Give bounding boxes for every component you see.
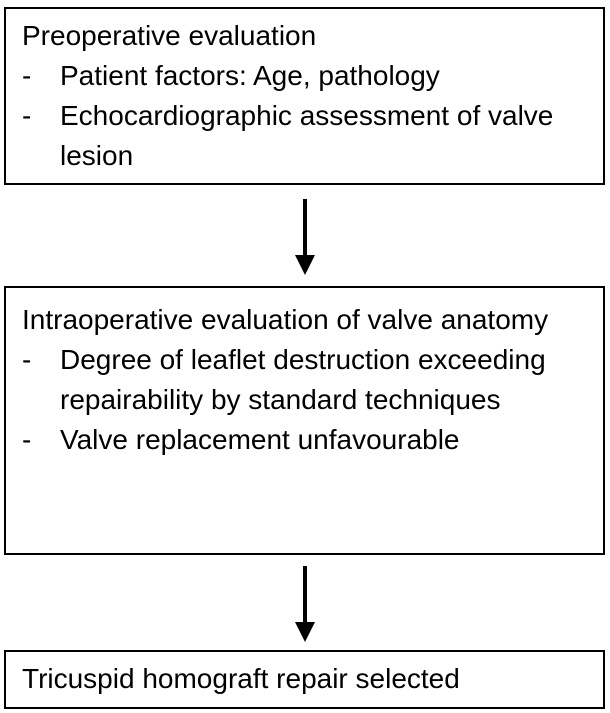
bullet-item: - Patient factors: Age, pathology — [22, 56, 591, 96]
down-arrow-icon — [295, 565, 315, 642]
bullet-text: Degree of leaflet destruction exceeding … — [60, 344, 546, 415]
bullet-marker: - — [22, 344, 32, 375]
bullet-text: Valve replacement unfavourable — [60, 424, 460, 455]
flow-connector — [0, 555, 610, 650]
bullet-item: - Valve replacement unfavourable — [22, 420, 591, 460]
flow-box-tricuspid-homograft-repair: Tricuspid homograft repair selected — [4, 650, 605, 709]
bullet-marker: - — [22, 100, 32, 131]
down-arrow-icon — [295, 198, 315, 275]
bullet-item: - Degree of leaflet destruction exceedin… — [22, 340, 591, 420]
bullet-text: Echocardiographic assessment of valve le… — [60, 100, 554, 171]
bullet-text: Patient factors: Age, pathology — [60, 60, 440, 91]
flow-connector — [0, 185, 610, 286]
flow-box-preoperative-evaluation: Preoperative evaluation - Patient factor… — [4, 7, 605, 185]
bullet-item: - Echocardiographic assessment of valve … — [22, 96, 591, 176]
flow-box-intraoperative-evaluation: Intraoperative evaluation of valve anato… — [4, 286, 605, 555]
bullet-marker: - — [22, 424, 32, 455]
bullet-marker: - — [22, 60, 32, 91]
box-title: Intraoperative evaluation of valve anato… — [22, 304, 549, 335]
box-title: Tricuspid homograft repair selected — [22, 663, 460, 694]
box-title: Preoperative evaluation — [22, 20, 317, 51]
